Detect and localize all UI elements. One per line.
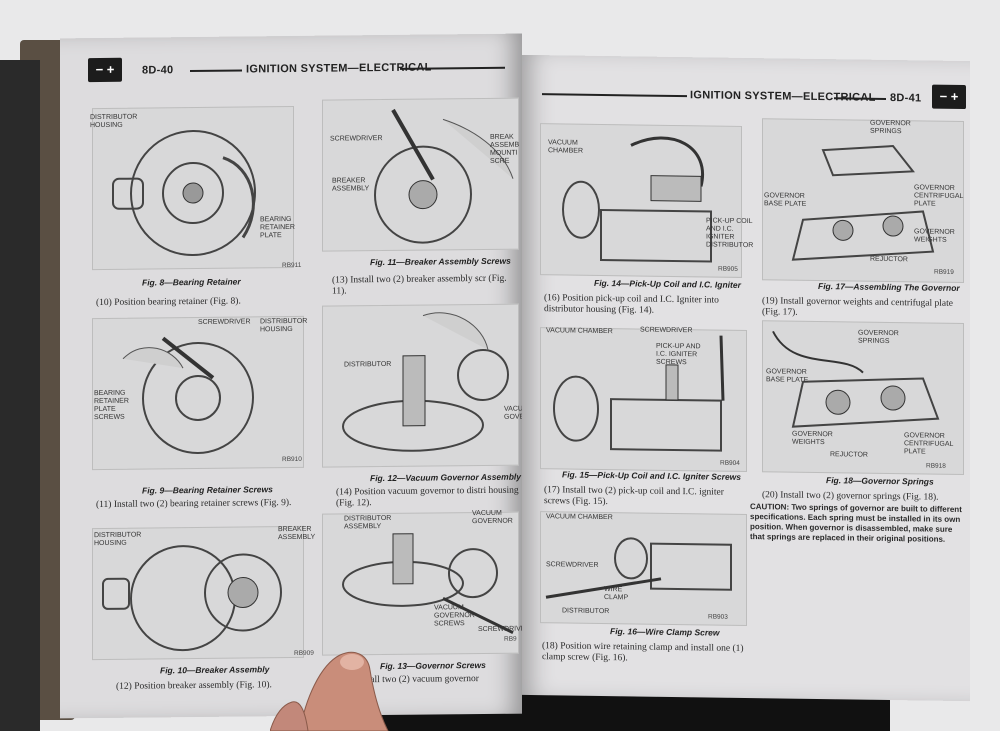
label: VACUUM GOVERNOR <box>472 509 513 526</box>
figure-code: RB903 <box>708 613 728 621</box>
figure-caption: Fig. 10—Breaker Assembly <box>160 664 270 676</box>
label: VACUUM CHAMBER <box>546 327 613 336</box>
label: GOVERNOR SPRINGS <box>858 329 899 346</box>
figure-caption: Fig. 18—Governor Springs <box>826 475 934 487</box>
figure-15-illustration <box>540 327 747 473</box>
label: REJUCTOR <box>830 451 868 459</box>
label: SCREWDRIVER <box>478 625 531 634</box>
figure-code: RB910 <box>282 455 302 464</box>
thumb-photo <box>270 651 389 731</box>
header-rule <box>542 93 687 98</box>
figure-16-illustration <box>540 511 747 627</box>
figure-11-illustration <box>322 97 519 252</box>
figure-code: RB905 <box>718 265 738 273</box>
figure-9-illustration <box>92 315 304 471</box>
step-text: (11) Install two (2) bearing retainer sc… <box>96 497 292 511</box>
label: SCREWDRIVER <box>640 326 693 335</box>
figure-caption: Fig. 11—Breaker Assembly Screws <box>370 255 511 268</box>
figure-13-illustration <box>322 511 519 656</box>
figure-caption: Fig. 15—Pick-Up Coil and I.C. Igniter Sc… <box>562 469 742 482</box>
figure-code: RB918 <box>926 462 946 470</box>
label: BEARING RETAINER PLATE SCREWS <box>94 389 129 422</box>
label: VACUUM GOVERNOR SCREWS <box>434 604 475 628</box>
label: DISTRIBUTOR HOUSING <box>260 317 308 334</box>
label: GOVERNOR CENTRIFUGAL PLATE <box>904 432 954 456</box>
figure-caption: Fig. 14—Pick-Up Coil and I.C. Igniter <box>594 277 741 290</box>
figure-10-illustration <box>92 525 304 661</box>
right-page: IGNITION SYSTEM—ELECTRICAL 8D-41 − + VAC… <box>522 54 970 702</box>
figure-code: RB919 <box>934 268 954 276</box>
label: GOVERNOR WEIGHTS <box>914 228 955 244</box>
label: BREAKER ASSEMBLY <box>332 177 370 193</box>
label: WIRE CLAMP <box>604 586 629 602</box>
book-spine <box>0 60 40 731</box>
step-text: (10) Position bearing retainer (Fig. 8). <box>96 296 241 309</box>
left-page: − + 8D-40 IGNITION SYSTEM—ELECTRICAL DIS… <box>60 33 545 719</box>
header-rule <box>190 69 242 73</box>
figure-14-illustration <box>540 123 742 278</box>
step-text: (14) Position vacuum governor to distri … <box>336 485 519 509</box>
label: PICK-UP AND I.C. IGNITER SCREWS <box>656 342 701 367</box>
label: DISTRIBUTOR ASSEMBLY <box>344 514 392 531</box>
label: DISTRIBUTOR HOUSING <box>94 531 142 548</box>
figure-17-illustration <box>762 118 964 284</box>
battery-icon: − + <box>88 57 122 83</box>
step-text: (19) Install governor weights and centri… <box>762 296 953 318</box>
figure-code: RB911 <box>282 261 302 270</box>
label: BREAK ASSEMB MOUNTI SCRE <box>490 133 520 165</box>
figure-caption: Fig. 8—Bearing Retainer <box>142 276 241 288</box>
figure-caption: Fig. 9—Bearing Retainer Screws <box>142 484 273 496</box>
figure-code: RB904 <box>720 459 740 467</box>
figure-12-illustration <box>322 303 519 468</box>
step-text: (16) Position pick-up coil and I.C. Igni… <box>544 293 719 316</box>
figure-caption: Fig. 13—Governor Screws <box>380 659 486 672</box>
label: GOVERNOR SPRINGS <box>870 119 911 136</box>
label: VACUUM CHAMBER <box>548 139 584 155</box>
label: PICK-UP COIL AND I.C. IGNITER <box>706 217 753 241</box>
label: BREAKER ASSEMBLY <box>278 525 316 542</box>
page-number: 8D-40 <box>142 64 174 77</box>
label: GOVERNOR BASE PLATE <box>766 368 809 384</box>
label: DISTRIBUTOR <box>562 607 610 616</box>
step-text: (18) Position wire retaining clamp and i… <box>542 641 744 664</box>
label: BEARING RETAINER PLATE <box>260 215 295 240</box>
label: DISTRIBUTOR <box>706 241 754 250</box>
label: GOVERNOR BASE PLATE <box>764 192 807 208</box>
figure-code: RB9 <box>504 635 517 643</box>
caution-note: CAUTION: Two springs of governor are bui… <box>750 502 962 544</box>
label: SCREWDRIVER <box>546 561 599 569</box>
label: DISTRIBUTOR <box>344 360 392 369</box>
label: REJUCTOR <box>870 255 908 264</box>
figure-caption: Fig. 12—Vacuum Governor Assembly <box>370 471 521 484</box>
label: VACUUM CHAMBER <box>546 513 613 522</box>
page-number: 8D-41 <box>890 92 922 105</box>
step-text: (13) Install two (2) breaker assembly sc… <box>332 273 507 297</box>
label: DISTRIBUTOR HOUSING <box>90 113 138 130</box>
label: GOVERNOR WEIGHTS <box>792 430 833 447</box>
header-rule <box>400 66 505 70</box>
step-text: (17) Install two (2) pick-up coil and I.… <box>544 485 724 508</box>
figure-caption: Fig. 16—Wire Clamp Screw <box>610 626 720 638</box>
battery-icon: − + <box>932 84 966 110</box>
label: SCREWDRIVER <box>330 135 383 143</box>
figure-8-illustration <box>92 105 294 271</box>
label: GOVERNOR CENTRIFUGAL PLATE <box>914 184 964 208</box>
figure-caption: Fig. 17—Assembling The Governor <box>818 281 960 293</box>
label: SCREWDRIVER <box>198 318 251 326</box>
figure-18-illustration <box>762 320 964 476</box>
